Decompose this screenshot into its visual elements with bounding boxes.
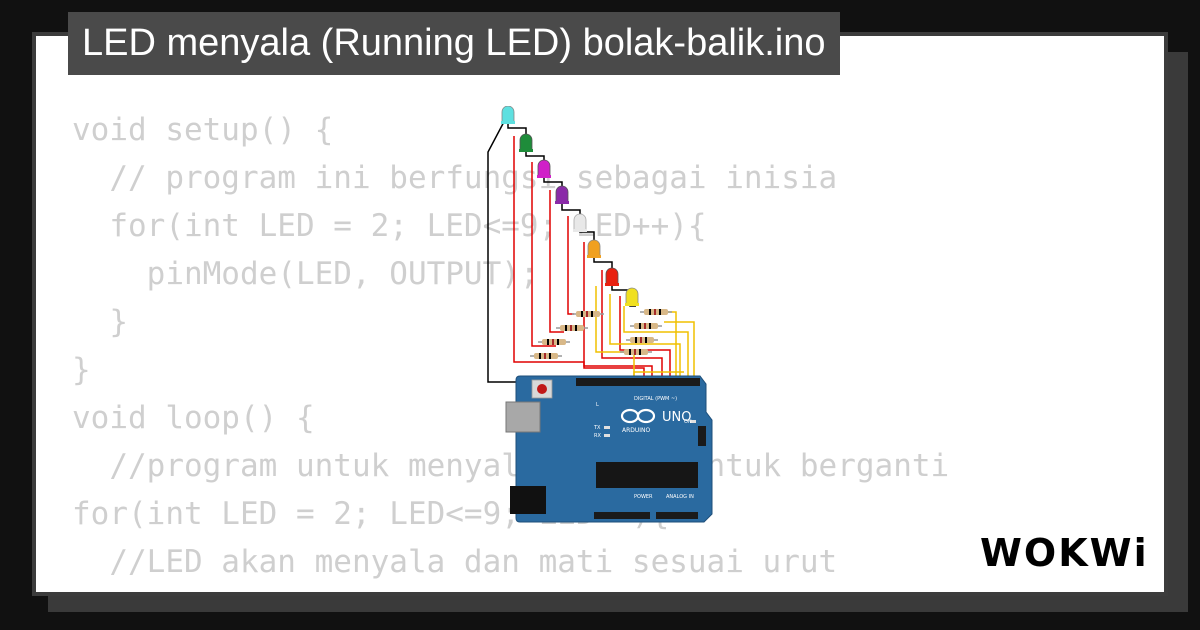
ground-wire xyxy=(487,117,518,383)
on-label: ON xyxy=(684,419,692,425)
tx-label: TX xyxy=(593,425,601,431)
led xyxy=(519,133,533,152)
yellow-wires xyxy=(595,286,695,378)
led xyxy=(555,185,569,204)
led xyxy=(537,159,551,178)
code-line: // program ini berfungsi sebagai inisia xyxy=(72,160,838,196)
board-brand: ARDUINO xyxy=(622,427,651,434)
code-line: } xyxy=(72,304,128,340)
led xyxy=(501,106,515,124)
code-line: //LED akan menyala dan mati sesuai urut xyxy=(72,544,838,580)
board-model: UNO xyxy=(662,410,691,425)
led xyxy=(605,267,619,286)
rx-label: RX xyxy=(594,433,601,439)
led-array xyxy=(501,106,639,306)
code-line: void setup() { xyxy=(72,112,334,148)
digital-label: DIGITAL (PWM ~) xyxy=(634,396,677,402)
power-label: POWER xyxy=(634,494,653,500)
wokwi-logo: WOKWi xyxy=(980,531,1149,575)
led xyxy=(573,213,587,232)
led xyxy=(625,287,639,306)
code-line: } xyxy=(72,352,91,388)
resistors xyxy=(530,309,672,359)
code-line: void loop() { xyxy=(72,400,315,436)
logo-text: WOKWi xyxy=(980,531,1149,575)
led xyxy=(587,239,601,258)
project-title: LED menyala (Running LED) bolak-balik.in… xyxy=(68,12,840,75)
code-line: //berdasarkan urutan pin xyxy=(72,586,949,592)
arduino-board: UNO ARDUINO DIGITAL (PWM ~) ANALOG IN PO… xyxy=(505,375,713,523)
circuit-diagram: UNO ARDUINO DIGITAL (PWM ~) ANALOG IN PO… xyxy=(487,106,713,523)
l-label: L xyxy=(596,402,599,408)
code-line: for(int LED = 2; LED<=9; LED++){ xyxy=(72,208,707,244)
code-preview: void setup() { // program ini berfungsi … xyxy=(72,106,949,592)
analog-label: ANALOG IN xyxy=(666,494,694,500)
